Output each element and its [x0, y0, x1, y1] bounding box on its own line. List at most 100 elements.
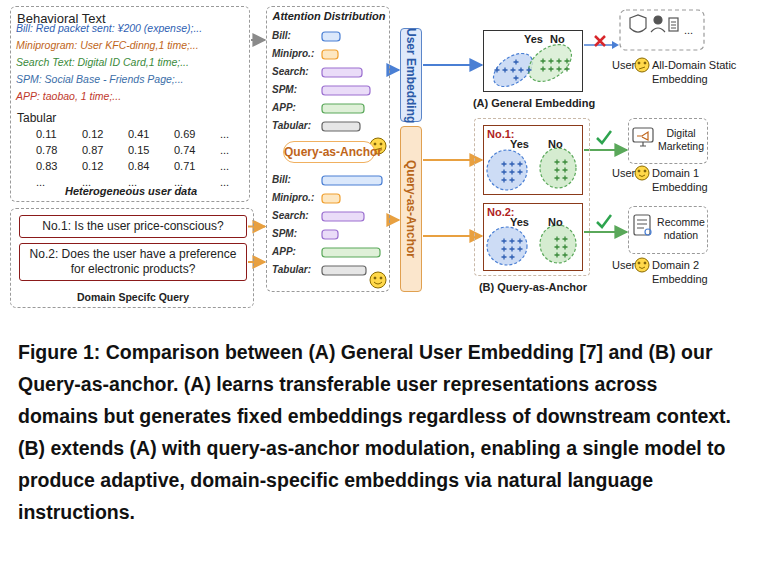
- cluster-group: (B) Query-as-AnchorNo.1:YesNoNo.2:YesNo: [474, 118, 590, 276]
- plus-mark: [503, 68, 508, 73]
- plus-mark: [510, 170, 515, 175]
- label-text: SPM: Social Base - Friends Page;...: [16, 73, 184, 85]
- label-text: User: [612, 258, 635, 272]
- label-text: 0.71: [174, 160, 195, 172]
- plus-mark: [519, 68, 524, 73]
- plus-mark: [518, 239, 523, 244]
- node-text: Query-as-Anchor: [284, 145, 376, 159]
- flow-arrow: [391, 69, 399, 71]
- label-text: 0.84: [128, 160, 149, 172]
- label-text: SPM:: [272, 228, 297, 239]
- plus-mark: [555, 245, 560, 250]
- label-text: ...: [36, 176, 45, 188]
- label-text: 0.15: [128, 144, 149, 156]
- node-text: Query-as-Anchor: [403, 126, 419, 292]
- label-text: ...: [82, 176, 91, 188]
- flow-arrow: [251, 39, 265, 41]
- plus-mark: [518, 247, 523, 252]
- query-panel: Domain Specifc Query No.1: Is the user pr…: [10, 208, 254, 308]
- label-text: Bill:: [272, 174, 291, 185]
- label-text: ...: [220, 144, 229, 156]
- label-text: ...: [220, 160, 229, 172]
- domain-icons: [633, 128, 653, 235]
- label-text: 0.11: [36, 128, 57, 140]
- node-text: (B) Query-as-Anchor: [465, 281, 601, 293]
- label-text: ...: [684, 24, 693, 36]
- plus-mark: [555, 253, 560, 258]
- embedding-clusters: [487, 37, 578, 265]
- anchor-pill: Query-as-Anchor: [283, 141, 375, 163]
- plus-mark: [510, 178, 515, 183]
- plus-mark: [502, 255, 507, 260]
- label-text: ...: [220, 128, 229, 140]
- domain-box: Digital Marketing: [628, 118, 708, 164]
- node-text: Domain Specifc Query: [11, 291, 255, 303]
- plus-mark: [563, 237, 568, 242]
- plus-mark: [563, 245, 568, 250]
- plus-mark: [510, 162, 515, 167]
- plus-mark: [563, 168, 568, 173]
- plus-mark: [541, 59, 546, 64]
- plus-mark: [549, 59, 554, 64]
- plus-mark: [541, 67, 546, 72]
- plus-mark: [565, 67, 570, 72]
- plus-mark: [549, 67, 554, 72]
- label-text: Tabular:: [272, 264, 311, 275]
- cluster-box: No.1:YesNo: [483, 125, 583, 195]
- plus-mark: [563, 253, 568, 258]
- query-box: No.1: Is the user price-conscious?: [19, 215, 247, 238]
- label-text: Minipro.:: [272, 192, 314, 203]
- label-text: All-Domain Static Embedding: [652, 58, 752, 86]
- plus-mark: [510, 247, 515, 252]
- anchor-bar: Query-as-Anchor: [400, 126, 422, 292]
- plus-mark: [555, 168, 560, 173]
- label-text: Bill:: [272, 30, 291, 41]
- node-text: No: [550, 33, 565, 45]
- query-box: No.2: Does the user have a preference fo…: [19, 243, 247, 281]
- label-text: SPM:: [272, 84, 297, 95]
- flow-arrow: [584, 149, 627, 151]
- label-text: User: [612, 166, 635, 180]
- plus-mark: [502, 247, 507, 252]
- label-text: 0.74: [174, 144, 195, 156]
- node-text: Attention Distribution: [267, 10, 391, 22]
- label-text: Bill: Red packet sent: ¥200 (expense);..…: [16, 22, 202, 34]
- node-text: Yes: [510, 138, 529, 150]
- label-text: 0.41: [128, 128, 149, 140]
- label-text: ...: [220, 176, 229, 188]
- flow-arrow: [248, 261, 265, 263]
- node-text: Tabular: [17, 111, 56, 125]
- plus-mark: [502, 170, 507, 175]
- flow-arrow: [423, 64, 482, 66]
- plus-mark: [502, 178, 507, 183]
- label-text: 0.69: [174, 128, 195, 140]
- plus-mark: [510, 239, 515, 244]
- label-text: Search Text: Digital ID Card,1 time;...: [16, 56, 189, 68]
- label-text: Tabular:: [272, 120, 311, 131]
- plus-mark: [502, 162, 507, 167]
- node-text: Recommendation: [657, 216, 705, 242]
- label-text: ...: [128, 176, 137, 188]
- label-text: APP: taobao, 1 time;...: [16, 90, 121, 102]
- plus-mark: [514, 60, 519, 65]
- flow-arrow: [391, 219, 399, 221]
- plus-mark: [557, 59, 562, 64]
- label-text: Search:: [272, 210, 309, 221]
- node-text: Yes: [524, 33, 543, 45]
- plus-mark: [502, 239, 507, 244]
- label-text: 0.78: [36, 144, 57, 156]
- cluster-box: No.2:YesNo: [483, 203, 583, 271]
- node-text: Yes: [510, 216, 529, 228]
- plus-mark: [514, 76, 519, 81]
- plus-mark: [518, 170, 523, 175]
- plus-mark: [563, 160, 568, 165]
- label-text: 0.87: [82, 144, 103, 156]
- plus-mark: [511, 68, 516, 73]
- embedding-bar: User Embedding: [400, 28, 422, 122]
- node-text: (A) General Embedding: [454, 97, 614, 109]
- plus-mark: [563, 176, 568, 181]
- label-text: 0.83: [36, 160, 57, 172]
- node-text: No.1: Is the user price-conscious?: [26, 219, 240, 234]
